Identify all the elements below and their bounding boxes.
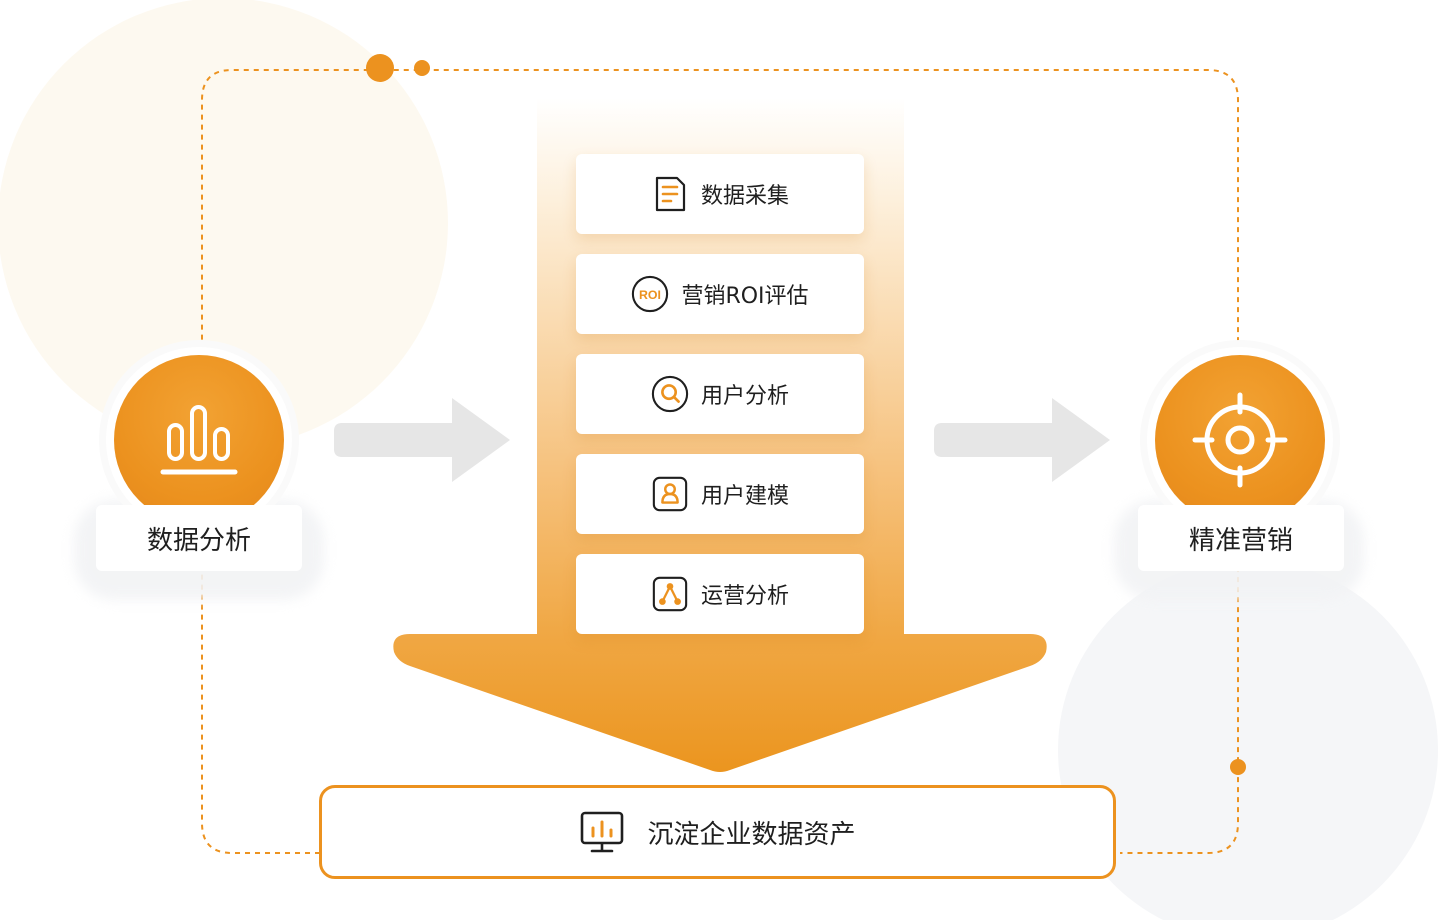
loop-dot-large: [366, 54, 394, 82]
right-node-circle: [1155, 355, 1325, 525]
bar-chart-icon: [160, 405, 238, 475]
step-user-modeling: 用户建模: [576, 454, 864, 534]
funnel-arrow: [393, 98, 1047, 772]
arrow-left-to-center: [334, 398, 510, 482]
background-circle-gray: [1058, 560, 1438, 920]
user-model-icon: [651, 475, 689, 513]
target-icon: [1192, 392, 1288, 488]
result-label: 沉淀企业数据资产: [647, 819, 856, 850]
arrow-center-to-right: [934, 398, 1110, 482]
svg-text:ROI: ROI: [639, 288, 661, 302]
step-roi-evaluation: ROI 营销ROI评估: [576, 254, 864, 334]
network-icon: [651, 575, 689, 613]
search-user-icon: [651, 375, 689, 413]
step-label: 用户建模: [700, 484, 789, 509]
step-data-collection: 数据采集: [576, 154, 864, 234]
left-node-circle: [114, 355, 284, 525]
roi-icon: ROI: [631, 275, 669, 313]
loop-dot-small: [414, 60, 430, 76]
step-label: 数据采集: [700, 184, 789, 209]
step-user-analysis: 用户分析: [576, 354, 864, 434]
loop-dot-right: [1230, 759, 1246, 775]
monitor-chart-icon: [579, 810, 625, 854]
left-node-label: 数据分析: [96, 505, 302, 571]
document-icon: [651, 175, 689, 213]
step-operation-analysis: 运营分析: [576, 554, 864, 634]
dashed-loop-line: [201, 69, 1239, 854]
result-box: 沉淀企业数据资产: [319, 785, 1116, 879]
step-label: 营销ROI评估: [681, 284, 809, 309]
step-label: 用户分析: [700, 384, 789, 409]
right-node-label: 精准营销: [1138, 505, 1344, 571]
step-label: 运营分析: [700, 584, 789, 609]
